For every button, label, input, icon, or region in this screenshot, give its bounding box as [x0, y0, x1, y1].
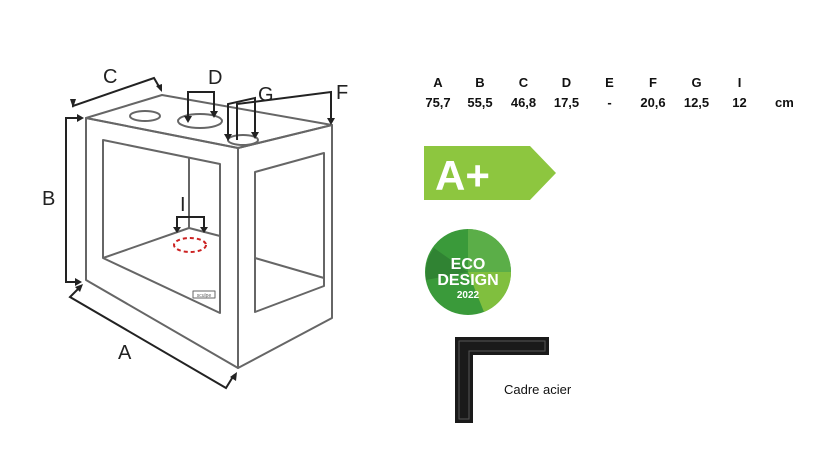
steel-frame-sample — [455, 337, 549, 423]
dim-i-line — [176, 216, 205, 230]
ecodesign-badge: ECO DESIGN 2022 — [425, 229, 512, 315]
dim-header: F — [649, 74, 657, 90]
dim-unit: cm — [775, 94, 794, 110]
burner-marker — [173, 237, 207, 253]
dim-c-arrow — [70, 99, 76, 108]
dim-header: B — [475, 74, 485, 90]
energy-class-label: A+ — [424, 146, 556, 200]
badge-facet-dark — [425, 248, 468, 280]
dim-d-arrow — [184, 116, 192, 123]
dim-value: 17,5 — [553, 94, 580, 110]
front-glass-opening — [102, 139, 221, 314]
dim-b-arrow-2 — [75, 278, 82, 286]
dim-value: 75,7 — [425, 94, 451, 110]
fireplace-side-face — [237, 124, 333, 369]
dim-header: D — [561, 74, 572, 90]
label-f: F — [336, 82, 348, 104]
label-c: C — [103, 66, 117, 88]
dim-a-line — [68, 286, 235, 390]
flue-hole-outlet — [227, 134, 259, 146]
dim-header: E — [605, 74, 614, 90]
dim-header: I — [737, 74, 742, 90]
dim-value: 55,5 — [467, 94, 493, 110]
dim-value: 12 — [732, 94, 747, 110]
flue-hole-small — [129, 110, 161, 122]
badge-text-design: DESIGN — [437, 272, 498, 289]
dim-d-line — [187, 91, 215, 121]
dim-header: C — [518, 74, 529, 90]
badge-text-eco: ECO — [451, 256, 486, 273]
frame-bevel — [458, 340, 546, 420]
dim-g-arrow — [224, 134, 232, 141]
fireplace-top-face — [85, 94, 333, 149]
dim-value: 20,6 — [640, 94, 666, 110]
dim-g-arrow-2 — [251, 132, 259, 139]
label-a: A — [118, 342, 132, 364]
dim-value: - — [607, 94, 612, 110]
dim-b-arrow — [77, 114, 84, 122]
dim-value: 12,5 — [683, 94, 710, 110]
side-floor-edge — [254, 257, 325, 279]
dim-c-arrow-2 — [156, 84, 162, 92]
dim-f-arrow — [327, 118, 335, 125]
dim-g-line — [227, 96, 256, 138]
fireplace-front-face — [85, 117, 239, 369]
energy-class-text: A+ — [435, 152, 490, 199]
dim-i-arrow-2 — [200, 227, 208, 233]
badge-facet-lime — [468, 272, 512, 312]
badge-facet-light — [468, 229, 511, 272]
fireplace-diagram: sculpe C D G F I B — [42, 66, 348, 390]
dim-header: A — [433, 74, 443, 90]
dim-d-arrow-2 — [210, 111, 218, 118]
energy-arrow-shape — [424, 146, 556, 200]
firebox-floor-edge — [102, 227, 221, 259]
brand-plate — [192, 290, 216, 299]
dim-header: G — [691, 74, 702, 90]
dim-b-line — [65, 117, 82, 283]
dim-header-unit-spacer — [761, 72, 794, 92]
dim-a-arrow — [75, 284, 83, 292]
dimensions-value-row: 75,7 55,5 46,8 17,5 - 20,6 12,5 12 cm — [418, 92, 794, 112]
badge-text-year: 2022 — [457, 290, 480, 301]
label-d: D — [208, 67, 222, 89]
label-g: G — [258, 84, 274, 106]
label-b: B — [42, 188, 55, 210]
dim-i-arrow — [173, 227, 181, 233]
frame-corner — [455, 337, 549, 423]
side-glass-opening — [254, 152, 325, 313]
frame-caption: Cadre acier — [504, 382, 572, 397]
label-i: I — [180, 194, 186, 216]
brand-plate-text: sculpe — [197, 293, 212, 299]
dimensions-table: A B C D E F G I 75,7 55,5 46,8 17,5 - 20… — [418, 72, 794, 112]
dimensions-header-row: A B C D E F G I — [418, 72, 794, 92]
dim-f-line — [236, 90, 332, 140]
dim-a-arrow-2 — [230, 372, 237, 381]
flue-hole-large — [177, 113, 223, 129]
dim-value: 46,8 — [510, 94, 537, 110]
